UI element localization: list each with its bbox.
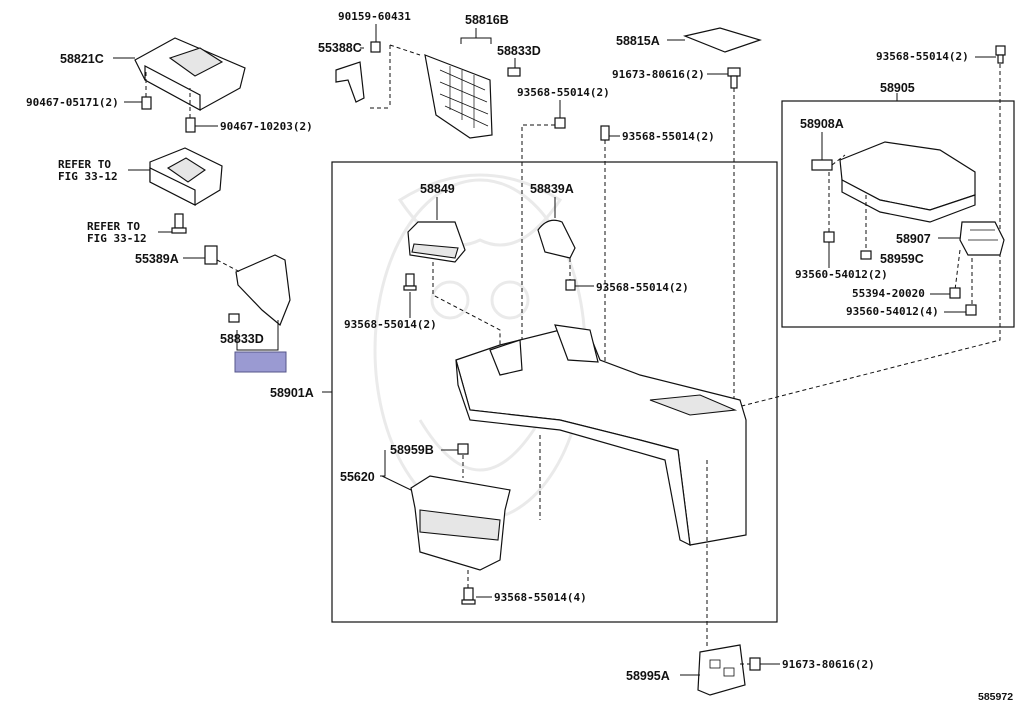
bolt-refer-fig[interactable]	[171, 213, 187, 234]
bolt-91673-top[interactable]	[727, 67, 741, 89]
screw-58833D-right[interactable]	[507, 67, 521, 77]
screw-93568-58849[interactable]	[403, 273, 417, 291]
label-58905: 58905	[880, 81, 915, 95]
svg-text:FIG 33-12: FIG 33-12	[87, 232, 147, 245]
label-58839A: 58839A	[530, 182, 574, 196]
label-58959B: 58959B	[390, 443, 434, 457]
bolt-91673-bottom[interactable]	[749, 657, 761, 671]
label-91673-top: 91673-80616(2)	[612, 68, 705, 81]
label-93560-4: 93560-54012(4)	[846, 305, 939, 318]
part-58849-insert[interactable]	[407, 221, 466, 263]
screw-93568-top-right-mid[interactable]	[600, 125, 610, 141]
part-shift-lever-assembly[interactable]	[149, 147, 223, 206]
part-58839A-insert[interactable]	[537, 219, 576, 259]
label-58901A: 58901A	[270, 386, 314, 400]
label-58908A: 58908A	[800, 117, 844, 131]
part-58995A-bracket[interactable]	[697, 644, 746, 696]
label-refer-fig-2: REFER TO	[87, 220, 140, 233]
part-58821C-shift-bezel[interactable]	[134, 37, 246, 112]
label-93568-top-right-mid: 93568-55014(2)	[622, 130, 715, 143]
part-58815A-lid[interactable]	[682, 27, 762, 53]
clip-90467-05171[interactable]	[141, 96, 152, 110]
label-93568-bottom: 93568-55014(4)	[494, 591, 587, 604]
part-58833D-side-panel-left[interactable]	[235, 254, 291, 326]
label-refer-fig-1: REFER TO	[58, 158, 111, 171]
bolt-90159-60431[interactable]	[370, 41, 381, 53]
diagram-number: 585972	[978, 691, 1013, 703]
part-55620-cup-holder[interactable]	[410, 475, 511, 571]
screw-58959C[interactable]	[860, 250, 872, 260]
label-55620: 55620	[340, 470, 375, 484]
label-90467-10203: 90467-10203(2)	[220, 120, 313, 133]
part-58907-latch[interactable]	[959, 221, 1005, 256]
screw-58959B[interactable]	[457, 443, 469, 455]
label-58995A: 58995A	[626, 669, 670, 683]
part-55389A-bracket[interactable]	[204, 245, 218, 265]
screw-55394[interactable]	[949, 287, 961, 299]
label-58815A: 58815A	[616, 34, 660, 48]
part-58908A-hinge[interactable]	[811, 159, 833, 171]
highlight-box	[234, 351, 287, 373]
label-91673-bottom: 91673-80616(2)	[782, 658, 875, 671]
label-93560-2: 93560-54012(2)	[795, 268, 888, 281]
screw-58833D-left[interactable]	[228, 313, 240, 323]
part-58905-armrest-lid[interactable]	[839, 141, 976, 223]
part-55388C-bracket[interactable]	[335, 61, 365, 103]
svg-text:FIG 33-12: FIG 33-12	[58, 170, 118, 183]
label-58959C: 58959C	[880, 252, 924, 266]
screw-93560-2[interactable]	[823, 231, 835, 243]
label-93568-58839A: 93568-55014(2)	[596, 281, 689, 294]
label-90159-60431: 90159-60431	[338, 10, 411, 23]
screw-93568-top-mid[interactable]	[554, 117, 566, 129]
label-58821C: 58821C	[60, 52, 104, 66]
label-58849: 58849	[420, 182, 455, 196]
label-55389A: 55389A	[135, 252, 179, 266]
label-55388C: 55388C	[318, 41, 362, 55]
screw-93560-4[interactable]	[965, 304, 977, 316]
clip-90467-10203[interactable]	[185, 117, 196, 133]
screw-93568-58839A[interactable]	[565, 279, 576, 291]
label-55394: 55394-20020	[852, 287, 925, 300]
assembly-frame-armrest	[781, 100, 1015, 328]
screw-93568-far-right[interactable]	[995, 45, 1006, 64]
label-58833D-right: 58833D	[497, 44, 541, 58]
screw-93568-bottom[interactable]	[461, 587, 476, 605]
label-93568-far-right: 93568-55014(2)	[876, 50, 969, 63]
label-58907: 58907	[896, 232, 931, 246]
part-58816B-panel[interactable]	[424, 54, 493, 139]
label-58833D-left: 58833D	[220, 332, 264, 346]
part-58901A-console-body[interactable]	[455, 324, 747, 547]
label-93568-58849: 93568-55014(2)	[344, 318, 437, 331]
label-90467-05171: 90467-05171(2)	[26, 96, 119, 109]
label-58816B: 58816B	[465, 13, 509, 27]
label-93568-top-mid: 93568-55014(2)	[517, 86, 610, 99]
